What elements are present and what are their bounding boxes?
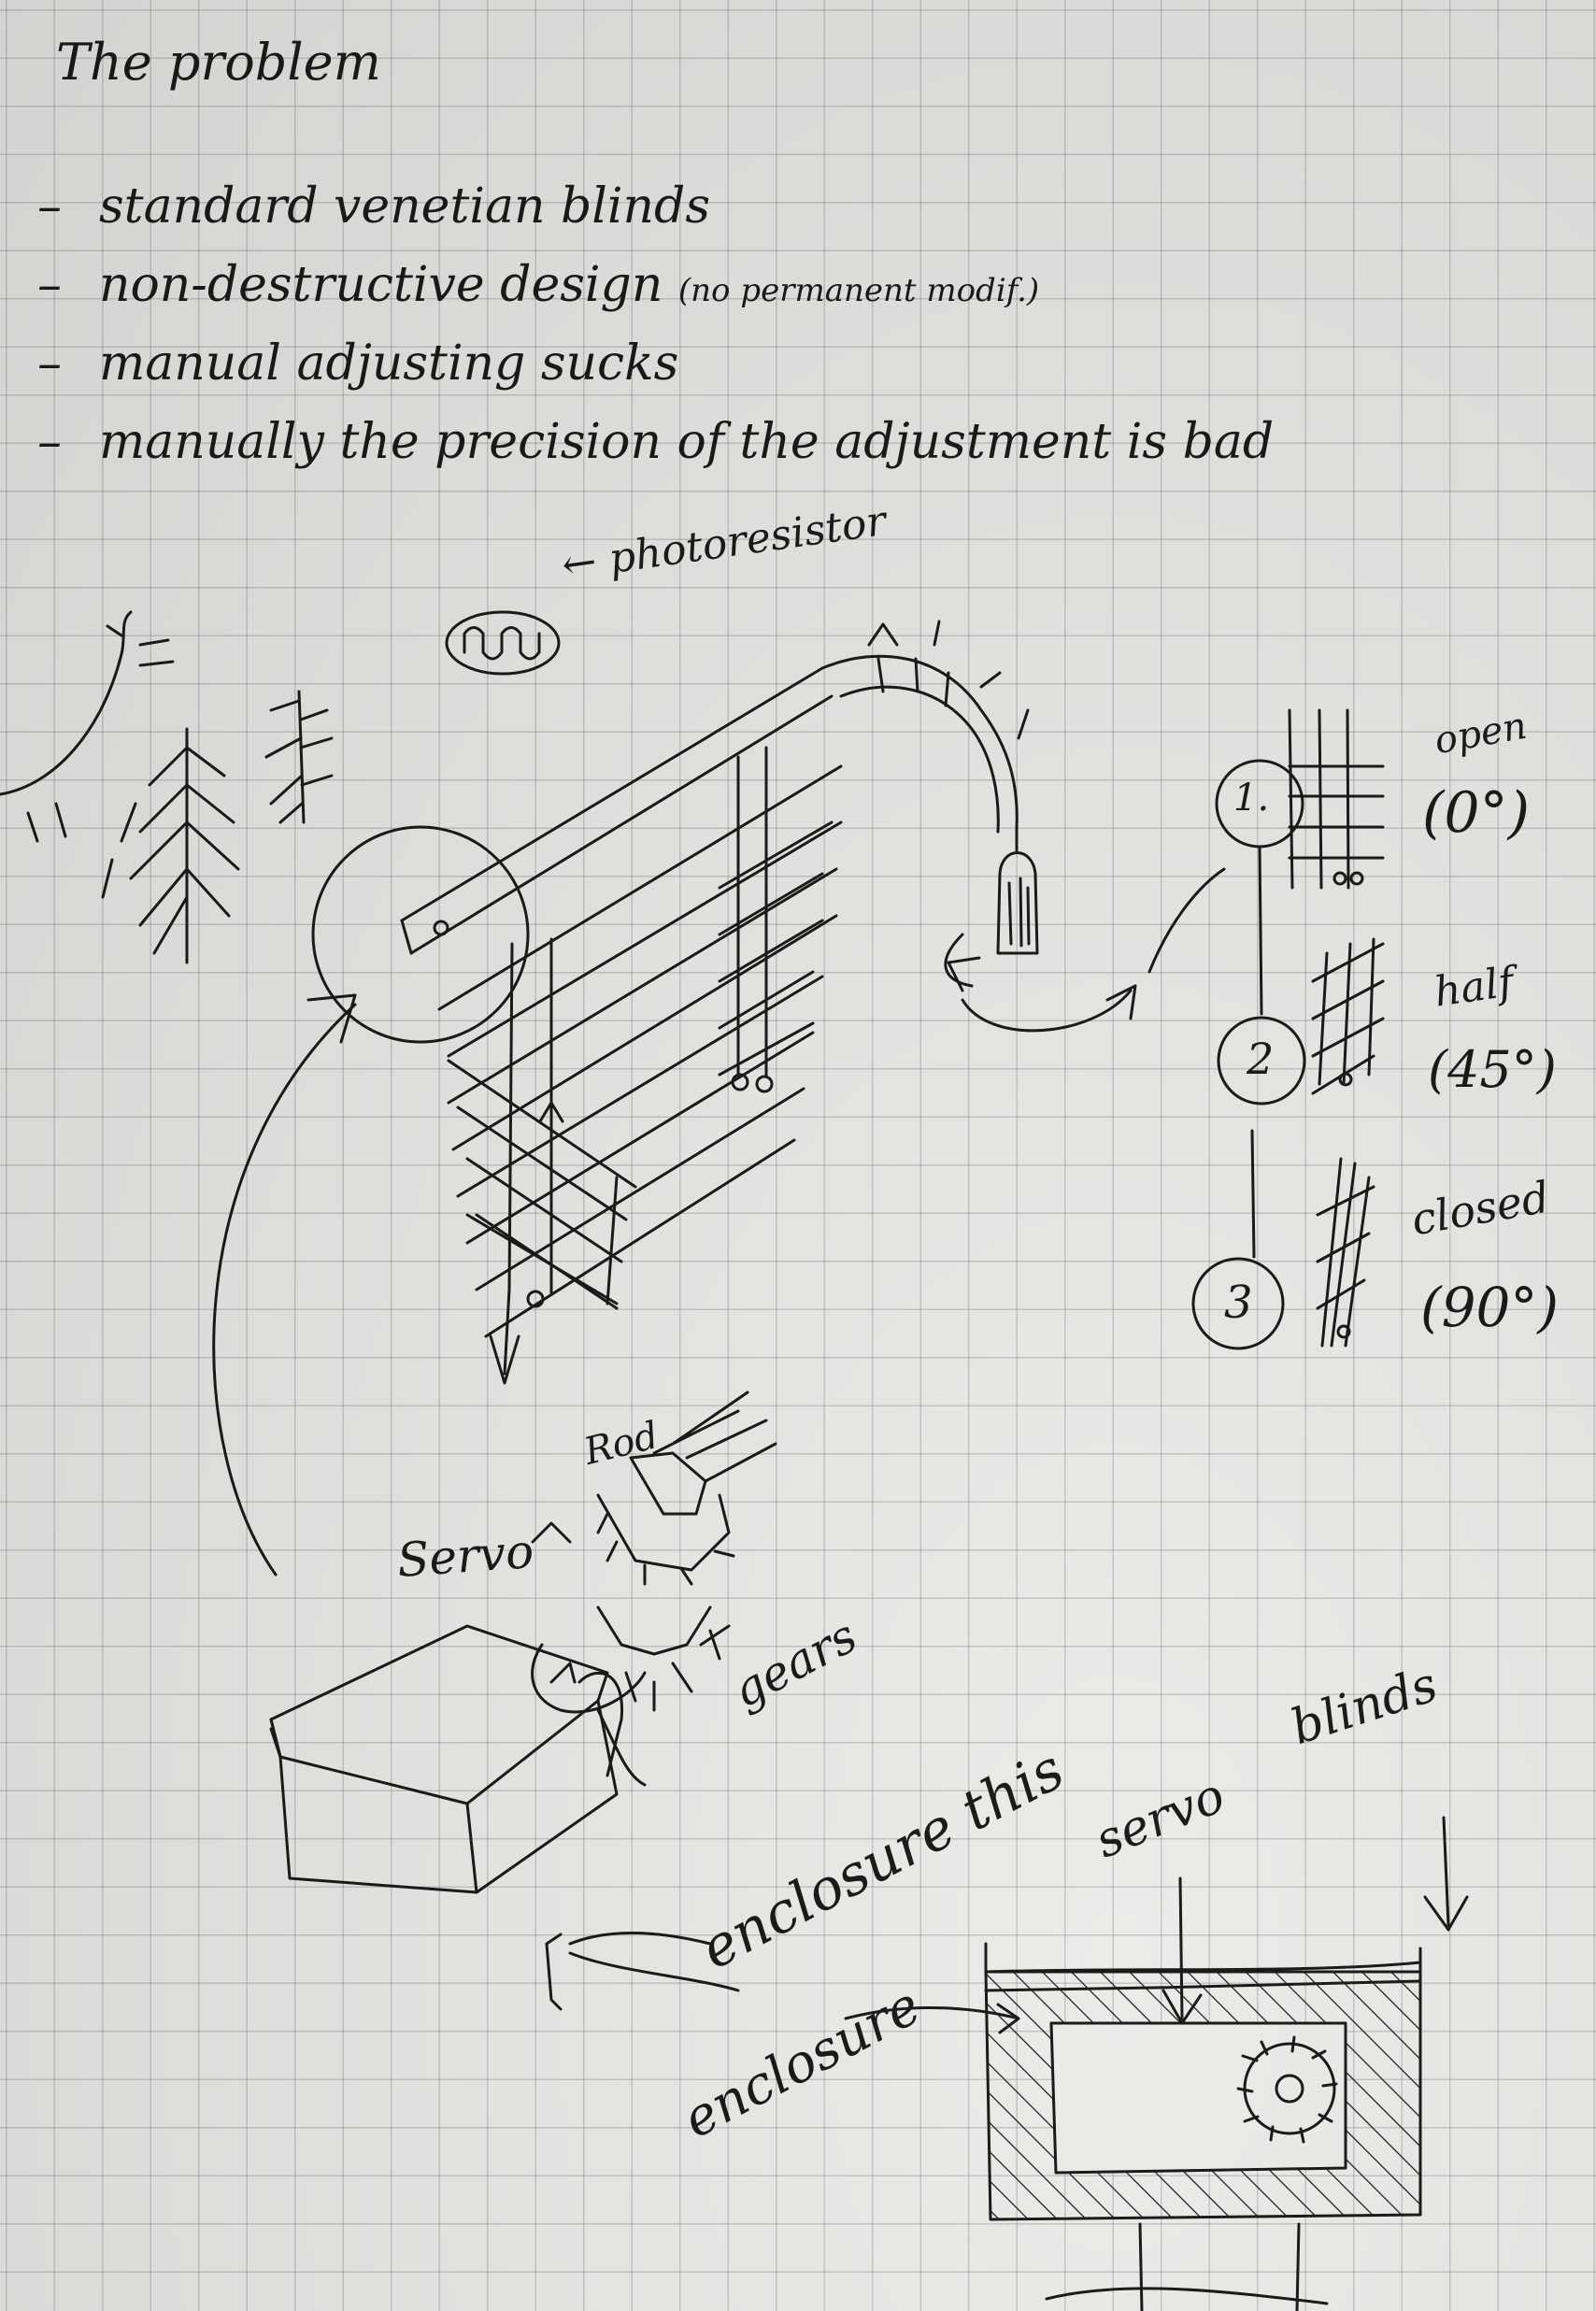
bracket-arrow bbox=[570, 1933, 738, 1990]
step-1-label: 1. bbox=[1233, 777, 1270, 820]
page-title: The problem bbox=[56, 33, 381, 92]
tilt-wand bbox=[946, 827, 1224, 1031]
enclosure-arrow bbox=[846, 2004, 1019, 2033]
open-angle-label: (0°) bbox=[1422, 780, 1530, 846]
curved-arrow bbox=[214, 1005, 355, 1575]
bullet-text: manual adjusting sucks bbox=[99, 335, 679, 392]
problem-list: –standard venetian blinds –non-destructi… bbox=[37, 182, 1274, 496]
bullet-text: standard venetian blinds bbox=[99, 178, 711, 235]
list-item: –non-destructive design (no permanent mo… bbox=[37, 257, 1040, 313]
half-label: half bbox=[1431, 958, 1518, 1017]
blinds-slats bbox=[439, 766, 841, 1336]
servo-label: Servo bbox=[395, 1523, 535, 1589]
tree-sketch bbox=[0, 612, 332, 963]
bullet-text: non-destructive design bbox=[99, 257, 663, 313]
list-item: –manually the precision of the adjustmen… bbox=[37, 414, 1275, 470]
servo-arrow bbox=[1163, 1878, 1201, 2023]
enclosure-cross-section bbox=[986, 1944, 1420, 2311]
bracket-mark bbox=[547, 1934, 561, 2009]
half-angle-label: (45°) bbox=[1428, 1040, 1557, 1099]
step-3-label: 3 bbox=[1224, 1277, 1253, 1329]
bullet-aside: (no permanent modif.) bbox=[677, 272, 1040, 309]
blinds-arrow bbox=[1425, 1818, 1467, 1930]
blinds-cords bbox=[491, 748, 772, 1383]
servo-gear-assembly bbox=[271, 1392, 776, 1892]
list-item: –standard venetian blinds bbox=[37, 178, 711, 235]
closed-angle-label: (90°) bbox=[1420, 1276, 1560, 1339]
blinds-headrail bbox=[402, 621, 1028, 953]
magnify-circle bbox=[313, 827, 528, 1042]
photoresistor-icon bbox=[447, 612, 559, 674]
list-item: –manual adjusting sucks bbox=[37, 335, 679, 392]
slat-state-half bbox=[1218, 847, 1383, 1104]
curved-arrow-head bbox=[308, 995, 355, 1042]
bullet-text: manually the precision of the adjustment… bbox=[99, 414, 1275, 470]
step-2-label: 2 bbox=[1247, 1034, 1275, 1084]
slat-state-closed bbox=[1193, 1131, 1374, 1348]
